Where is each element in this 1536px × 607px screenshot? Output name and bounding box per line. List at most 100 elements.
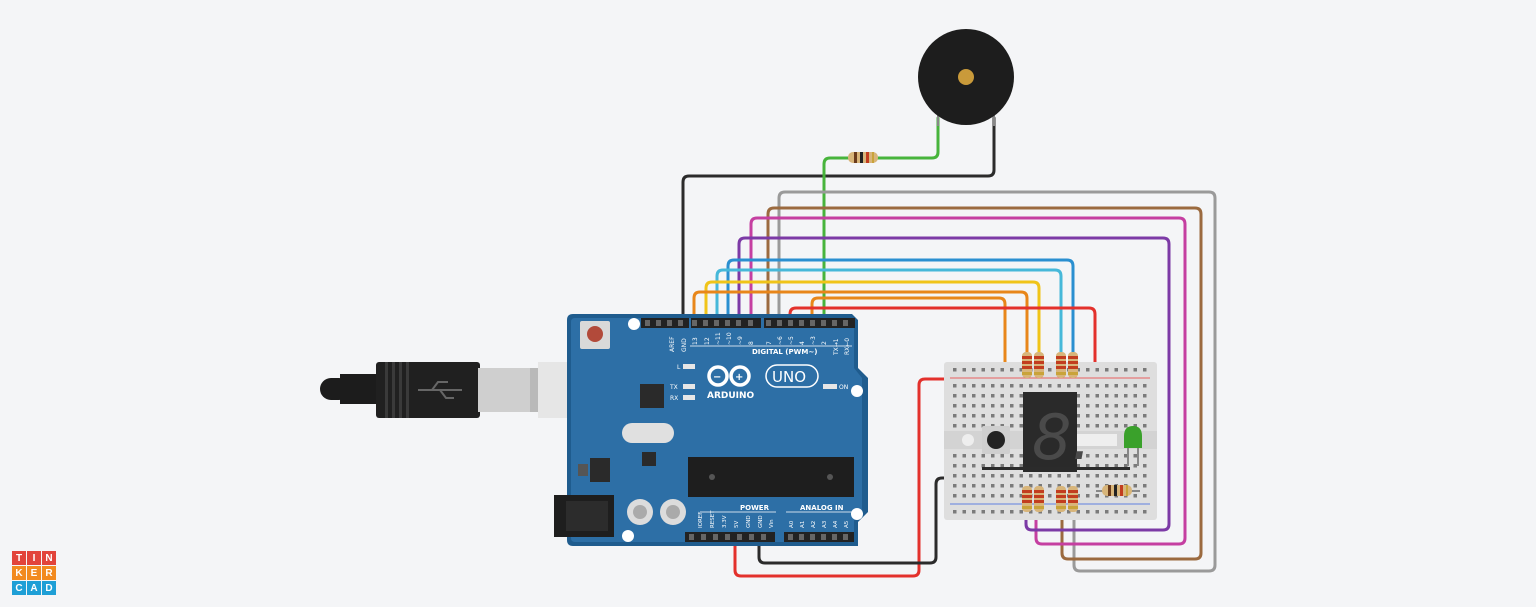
logo-letter: K [12, 566, 26, 580]
breadboard-hole [1133, 510, 1137, 514]
wire-pin2-buzzer[interactable] [822, 156, 850, 324]
resistor[interactable] [1034, 352, 1044, 378]
wire-gray[interactable] [777, 190, 1217, 573]
breadboard-hole [972, 474, 976, 478]
resistor[interactable] [1056, 486, 1066, 512]
breadboard-hole [1048, 510, 1052, 514]
breadboard-hole [1086, 368, 1090, 372]
breadboard-hole [1000, 394, 1004, 398]
breadboard-hole [1105, 384, 1109, 388]
breadboard-hole [1143, 484, 1147, 488]
wire-yellow[interactable] [704, 280, 1041, 356]
breadboard-hole [1019, 454, 1023, 458]
breadboard-hole [1105, 414, 1109, 418]
breadboard-hole [1076, 384, 1080, 388]
breadboard-hole [981, 454, 985, 458]
seven-segment-display[interactable]: 8. [1023, 392, 1117, 474]
logo-letter: E [27, 566, 41, 580]
breadboard-hole [953, 394, 957, 398]
breadboard-hole [1143, 464, 1147, 468]
breadboard-hole [1086, 484, 1090, 488]
wire-resistor-buzzer[interactable] [875, 116, 940, 160]
wire-red-5[interactable] [788, 306, 1097, 482]
wire-orange-3[interactable] [810, 296, 1007, 406]
pin-label-a0: A0 [789, 520, 795, 528]
breadboard-hole [1143, 454, 1147, 458]
breadboard-hole [1029, 510, 1033, 514]
wire-magenta[interactable] [749, 216, 1187, 546]
wire-blue[interactable] [726, 258, 1075, 356]
breadboard-hole [972, 484, 976, 488]
piezo-buzzer[interactable] [918, 29, 1014, 126]
logo-letter: D [42, 581, 56, 595]
breadboard-hole [962, 484, 966, 488]
pushbutton[interactable] [982, 426, 1010, 454]
breadboard-hole [1086, 474, 1090, 478]
wire-black-gnd[interactable] [757, 476, 986, 565]
wires [681, 116, 1217, 578]
reset-button[interactable] [580, 321, 610, 349]
breadboard-hole [991, 510, 995, 514]
green-led[interactable] [1124, 426, 1142, 466]
breadboard-hole [1114, 424, 1118, 428]
resistor[interactable] [1022, 486, 1032, 512]
breadboard-hole [1086, 510, 1090, 514]
tinkercad-logo[interactable]: T I N K E R C A D [12, 551, 56, 595]
breadboard-hole [1010, 454, 1014, 458]
analog-in-label: ANALOG IN [800, 504, 844, 512]
breadboard-hole [991, 464, 995, 468]
breadboard-hole [1086, 424, 1090, 428]
wire-orange-13[interactable] [692, 290, 1029, 356]
wire-brown[interactable] [766, 206, 1203, 561]
resistor-buzzer[interactable] [848, 152, 878, 163]
breadboard-hole [1095, 384, 1099, 388]
resistor[interactable] [1034, 486, 1044, 512]
usb-cable[interactable] [320, 362, 610, 418]
wire-purple[interactable] [737, 236, 1171, 532]
wire-cyan[interactable] [715, 268, 1063, 356]
logo-letter: N [42, 551, 56, 565]
breadboard-hole [991, 394, 995, 398]
breadboard-hole [1000, 368, 1004, 372]
breadboard-hole [1076, 454, 1080, 458]
breadboard-hole [1086, 394, 1090, 398]
breadboard-hole [1019, 494, 1023, 498]
resistor-led[interactable] [1096, 485, 1140, 496]
breadboard-hole [972, 394, 976, 398]
breadboard-hole [1124, 474, 1128, 478]
pin-label-reset: RESET [710, 510, 716, 528]
resistor[interactable] [1068, 486, 1078, 512]
pin-label-ioref: IOREF [698, 512, 704, 528]
resistor[interactable] [1068, 352, 1078, 378]
resistor[interactable] [1056, 352, 1066, 378]
pin-label-vin: Vin [769, 519, 775, 528]
breadboard-hole [1000, 494, 1004, 498]
breadboard-hole [1124, 384, 1128, 388]
resistor[interactable] [1022, 352, 1032, 378]
arduino-uno-board[interactable]: AREF GND 13 12 ~11 ~10 ~9 8 7 ~6 ~5 4 ~3… [554, 314, 868, 546]
arduino-infinity-logo [707, 365, 751, 387]
breadboard-hole [1105, 464, 1109, 468]
breadboard-hole [953, 414, 957, 418]
resistors-top[interactable] [1022, 352, 1078, 378]
breadboard-hole [1019, 384, 1023, 388]
wire-gnd-buzzer[interactable] [681, 116, 996, 324]
usb-icon [418, 381, 462, 399]
pin-label-tx1: TX→1 [833, 338, 840, 356]
pin-label-8: 8 [748, 341, 755, 345]
breadboard-hole [962, 424, 966, 428]
breadboard-hole [1038, 384, 1042, 388]
pin-label-12: 12 [704, 337, 711, 345]
pin-label-a1: A1 [800, 521, 806, 528]
resistors-bottom[interactable] [1022, 486, 1078, 512]
wire-red-5v[interactable] [733, 377, 1050, 578]
breadboard-hole [1133, 484, 1137, 488]
breadboard-hole [1076, 464, 1080, 468]
breadboard-hole [1048, 368, 1052, 372]
atmega-chip [688, 457, 854, 497]
logo-letter: I [27, 551, 41, 565]
breadboard-hole [981, 494, 985, 498]
breadboard-hole [1095, 394, 1099, 398]
breadboard-hole [1019, 510, 1023, 514]
